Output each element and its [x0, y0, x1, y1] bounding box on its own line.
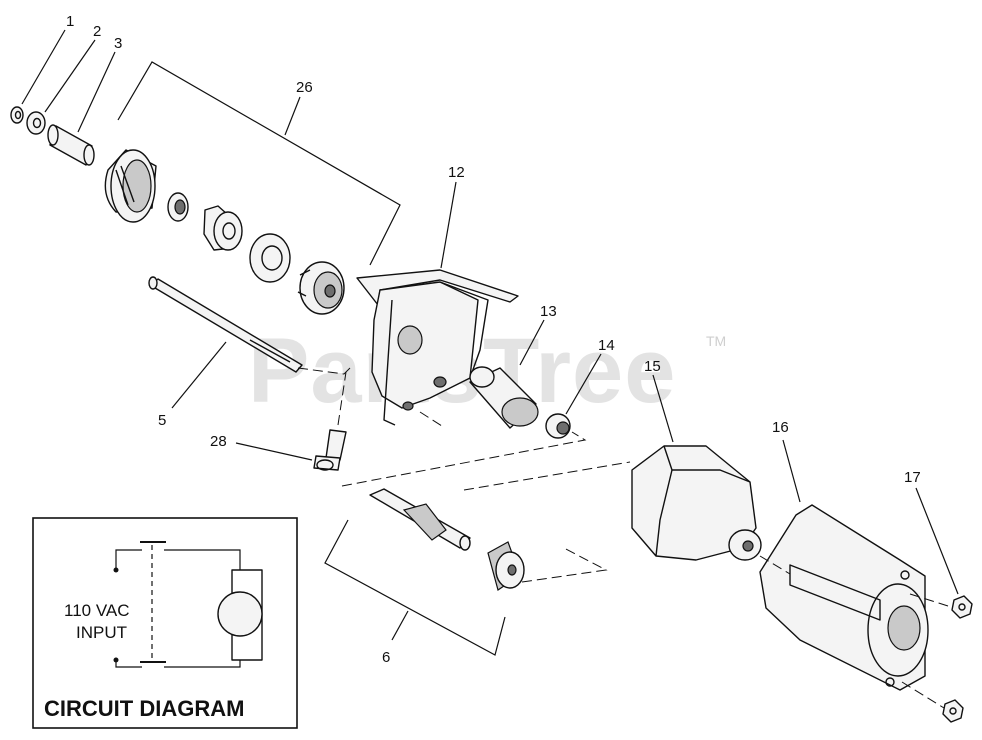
part-5-through-bolt: [148, 276, 303, 373]
callout-6: 6: [382, 649, 390, 666]
callout-14: 14: [598, 337, 615, 354]
circuit-input-line1: 110 VAC: [64, 601, 130, 620]
callout-13: 13: [540, 303, 557, 320]
part-1-retaining-ring: [10, 106, 24, 124]
leader-lines: [21, 29, 959, 656]
circuit-wiring: [113, 541, 263, 668]
callout-5: 5: [158, 412, 166, 429]
part-17-nut-upper: [951, 595, 973, 619]
assembly-dashed-lines: [297, 367, 949, 709]
part-26-gear: [297, 261, 345, 315]
circuit-diagram: 110 VAC INPUT CIRCUIT DIAGRAM: [32, 517, 298, 729]
part-26-clutch: [203, 205, 243, 251]
callout-2: 2: [93, 23, 101, 40]
part-16-motor: [759, 504, 929, 691]
part-14-grommet: [545, 413, 571, 439]
callout-15: 15: [644, 358, 661, 375]
part-6-pinion-gear: [487, 541, 525, 591]
part-28-screw: [313, 429, 347, 471]
callout-3: 3: [114, 35, 122, 52]
part-26-bushing: [167, 192, 189, 222]
circuit-diagram-title: CIRCUIT DIAGRAM: [44, 696, 244, 721]
circuit-input-line2: INPUT: [76, 623, 127, 642]
callout-28: 28: [210, 433, 227, 450]
watermark-trademark: TM: [706, 333, 726, 349]
part-3-sleeve: [47, 124, 95, 166]
callout-16: 16: [772, 419, 789, 436]
part-2-washer: [26, 111, 46, 135]
part-26-cup: [104, 149, 157, 223]
callout-17: 17: [904, 469, 921, 486]
part-13-sleeve: [469, 366, 539, 429]
callout-1: 1: [66, 13, 74, 30]
part-15-end-cap: [631, 445, 762, 561]
part-26-washer: [249, 233, 291, 283]
part-17-nut-lower: [942, 699, 964, 723]
part-6-drive-shaft: [369, 488, 471, 551]
callout-26: 26: [296, 79, 313, 96]
part-12-bracket: [356, 269, 519, 426]
callout-12: 12: [448, 164, 465, 181]
